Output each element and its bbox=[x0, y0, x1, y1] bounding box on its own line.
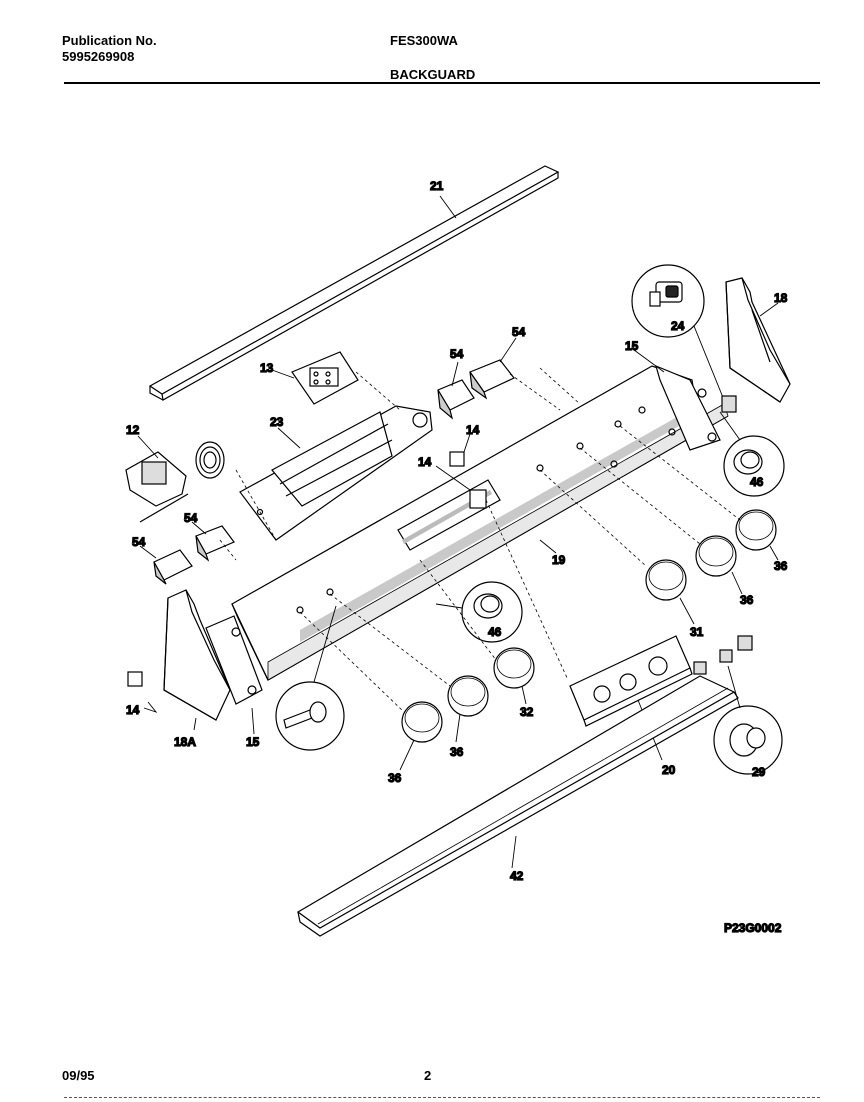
part-54-switch-left-a bbox=[195, 525, 235, 562]
part-15-end-plate-left bbox=[205, 615, 263, 705]
part-12-thermostat bbox=[125, 441, 225, 523]
part-36-knob-right-2 bbox=[695, 535, 737, 577]
part-32-knob bbox=[493, 647, 535, 689]
part-36-knob-middle-1 bbox=[447, 675, 489, 717]
callout-36-middle-2: 36 bbox=[388, 771, 402, 785]
leader-lines bbox=[219, 367, 741, 713]
callout-19: 19 bbox=[552, 553, 566, 567]
part-14-lamp-holder-b bbox=[469, 489, 487, 509]
drawing-code: P23G0002 bbox=[724, 921, 782, 935]
part-36-knob-right-1 bbox=[735, 509, 777, 551]
part-20-control-overlay bbox=[569, 635, 693, 727]
screw-detail-circle bbox=[275, 681, 345, 751]
callout-13: 13 bbox=[260, 361, 274, 375]
part-14-lamp-holder-c bbox=[127, 671, 143, 687]
publication-label: Publication No. bbox=[62, 33, 157, 48]
part-29-knob-detail bbox=[713, 705, 783, 775]
callout-54-b: 54 bbox=[450, 347, 464, 361]
header-rule bbox=[64, 82, 820, 84]
callout-32: 32 bbox=[520, 705, 534, 719]
callout-14-a: 14 bbox=[466, 423, 480, 437]
callout-54-c: 54 bbox=[184, 511, 198, 525]
part-42-bottom-trim bbox=[296, 675, 739, 937]
part-36-knob-middle-2 bbox=[401, 701, 443, 743]
callout-14-b: 14 bbox=[418, 455, 432, 469]
callout-54-d: 54 bbox=[132, 535, 146, 549]
callout-29: 29 bbox=[752, 765, 766, 779]
callout-21: 21 bbox=[430, 179, 444, 193]
model-number: FES300WA bbox=[390, 33, 458, 48]
part-54-switch-left-b bbox=[153, 549, 193, 585]
callout-18a: 18A bbox=[174, 735, 196, 749]
part-15-end-plate-right bbox=[655, 364, 721, 451]
part-46-knob-detail-middle bbox=[461, 581, 523, 643]
callout-12: 12 bbox=[126, 423, 140, 437]
callout-36-middle-1: 36 bbox=[450, 745, 464, 759]
callout-15-bottom: 15 bbox=[246, 735, 260, 749]
callout-18: 18 bbox=[774, 291, 788, 305]
callout-46-top: 46 bbox=[750, 475, 764, 489]
callout-20: 20 bbox=[662, 763, 676, 777]
part-46-knob-detail-top bbox=[723, 435, 785, 497]
part-21-trim-strip bbox=[148, 165, 560, 401]
callout-31: 31 bbox=[690, 625, 704, 639]
part-13-relay bbox=[291, 351, 359, 405]
part-23-bracket bbox=[239, 405, 433, 541]
footer-rule bbox=[64, 1097, 820, 1099]
callout-15-top: 15 bbox=[625, 339, 639, 353]
callout-36-right-1: 36 bbox=[774, 559, 788, 573]
part-54-switch-top-b bbox=[469, 359, 515, 400]
callout-54-a: 54 bbox=[512, 325, 526, 339]
part-18-end-bracket bbox=[725, 277, 791, 403]
part-31-knob bbox=[645, 559, 687, 601]
callout-36-right-2: 36 bbox=[740, 593, 754, 607]
part-14-lamp-holder-a bbox=[449, 451, 465, 467]
part-18a-end-bracket bbox=[163, 589, 231, 721]
callout-23: 23 bbox=[270, 415, 284, 429]
callout-14-c: 14 bbox=[126, 703, 140, 717]
callout-46-middle: 46 bbox=[488, 625, 502, 639]
part-24-detail-circle bbox=[631, 264, 705, 338]
section-title: BACKGUARD bbox=[390, 67, 476, 82]
footer-date: 09/95 bbox=[62, 1068, 95, 1083]
part-54-switch-top-a bbox=[437, 379, 475, 420]
callout-42: 42 bbox=[510, 869, 524, 883]
publication-number: 5995269908 bbox=[62, 49, 135, 64]
footer-page-number: 2 bbox=[424, 1068, 432, 1083]
callout-24: 24 bbox=[671, 319, 685, 333]
